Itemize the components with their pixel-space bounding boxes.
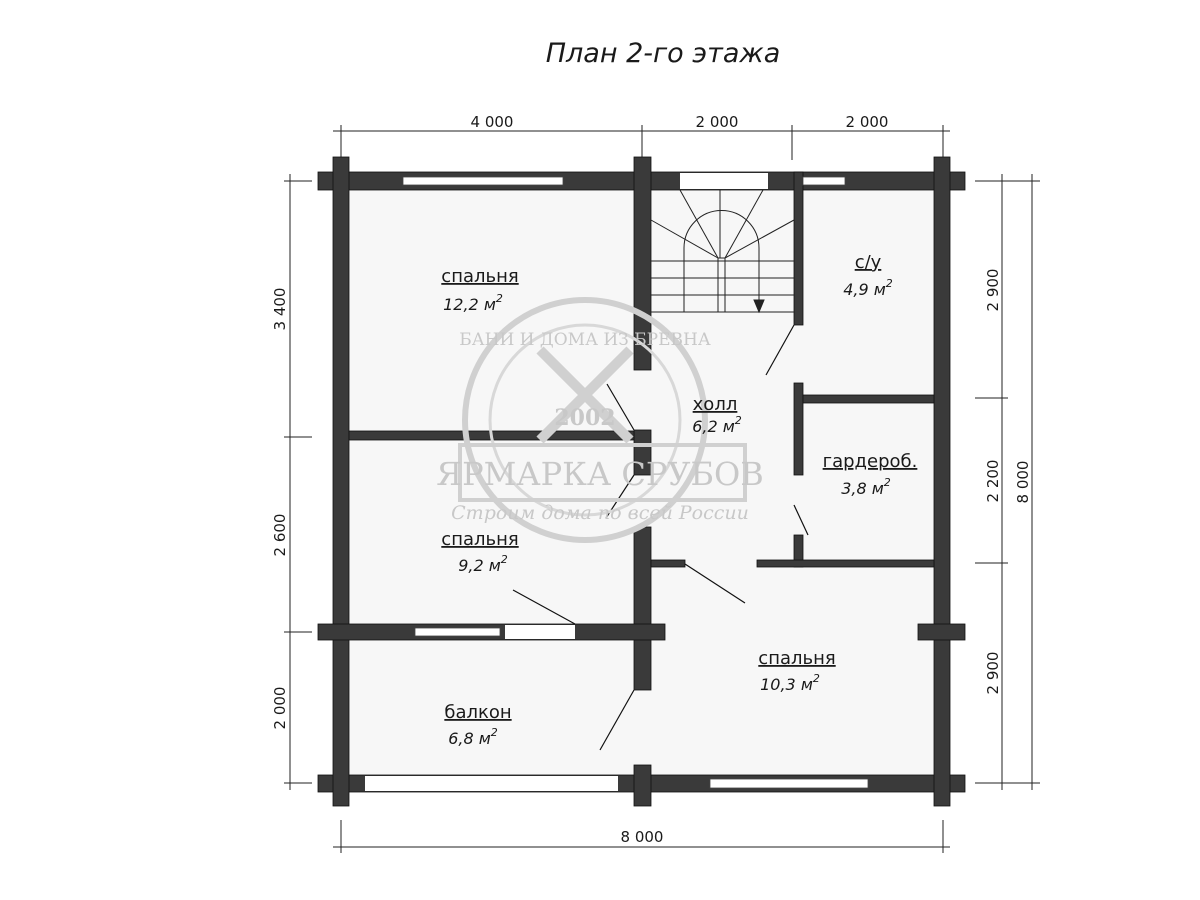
dim-left-1: 3 400 bbox=[271, 288, 289, 331]
dim-top-1: 4 000 bbox=[471, 113, 514, 131]
dim-top-2: 2 000 bbox=[696, 113, 739, 131]
watermark-arc-text: БАНИ И ДОМА ИЗ БРЕВНА bbox=[459, 330, 711, 350]
room-balcony: балкон 6,8 м2 bbox=[444, 702, 511, 748]
dimension-lines bbox=[284, 125, 1040, 853]
svg-text:спальня: спальня bbox=[441, 266, 518, 287]
svg-text:спальня: спальня bbox=[758, 648, 835, 669]
room-bedroom-9: спальня 9,2 м2 bbox=[441, 529, 518, 575]
dim-bottom-total: 8 000 bbox=[621, 828, 664, 846]
watermark-slogan: Строим дома по всей России bbox=[451, 502, 749, 524]
dim-left-3: 2 000 bbox=[271, 687, 289, 730]
room-bedroom-10: спальня 10,3 м2 bbox=[758, 648, 835, 694]
plan-title: План 2-го этажа bbox=[546, 38, 781, 69]
dim-right-1: 2 900 bbox=[984, 269, 1002, 312]
room-labels: спальня 12,2 м2 с/у 4,9 м2 холл 6,2 м2 г… bbox=[441, 252, 917, 748]
watermark-year: 2002 bbox=[554, 405, 615, 431]
svg-text:3,8 м2: 3,8 м2 bbox=[841, 476, 891, 498]
dim-right-total: 8 000 bbox=[1014, 461, 1032, 504]
room-bathroom: с/у 4,9 м2 bbox=[843, 252, 893, 299]
room-bedroom-12: спальня 12,2 м2 bbox=[441, 266, 518, 314]
windows bbox=[365, 173, 869, 791]
dim-top-3: 2 000 bbox=[846, 113, 889, 131]
svg-text:с/у: с/у bbox=[855, 252, 882, 273]
dim-left-2: 2 600 bbox=[271, 514, 289, 557]
svg-text:6,2 м2: 6,2 м2 bbox=[692, 414, 742, 436]
svg-text:спальня: спальня bbox=[441, 529, 518, 550]
svg-text:12,2 м2: 12,2 м2 bbox=[443, 292, 503, 314]
dim-right-3: 2 900 bbox=[984, 652, 1002, 695]
dim-right-2: 2 200 bbox=[984, 460, 1002, 503]
svg-text:холл: холл bbox=[693, 394, 738, 415]
watermark-brand: ЯРМАРКА СРУБОВ bbox=[436, 455, 763, 493]
room-wardrobe: гардероб. 3,8 м2 bbox=[823, 451, 918, 498]
svg-text:4,9 м2: 4,9 м2 bbox=[843, 277, 893, 299]
svg-text:10,3 м2: 10,3 м2 bbox=[760, 672, 820, 694]
door-swings bbox=[512, 324, 809, 751]
svg-text:гардероб.: гардероб. bbox=[823, 451, 918, 472]
room-hall: холл 6,2 м2 bbox=[692, 394, 742, 436]
staircase bbox=[650, 189, 795, 314]
svg-text:9,2 м2: 9,2 м2 bbox=[458, 553, 508, 575]
svg-text:балкон: балкон bbox=[444, 702, 511, 723]
svg-text:6,8 м2: 6,8 м2 bbox=[448, 726, 498, 748]
watermark-logo: 2002 ЯРМАРКА СРУБОВ Строим дома по всей … bbox=[436, 297, 764, 543]
